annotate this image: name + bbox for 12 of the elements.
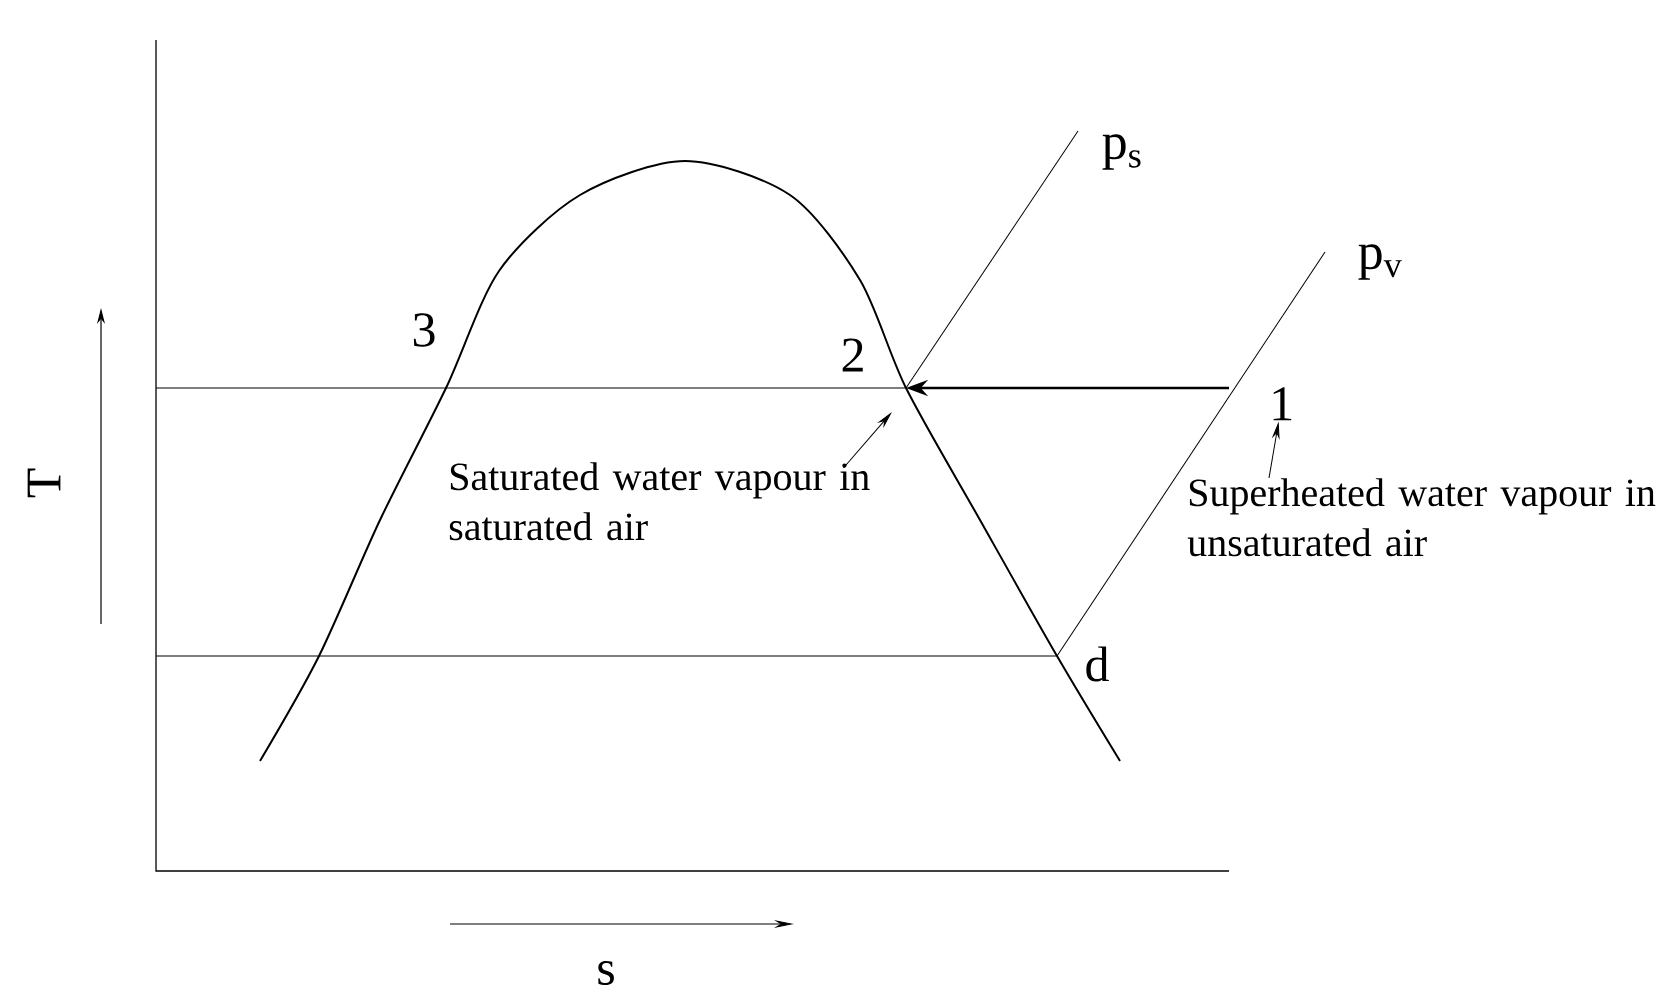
point-label: 1: [1273, 387, 1292, 421]
point-label: T: [27, 468, 61, 498]
point-label: p$_{v}$: [1358, 244, 1402, 280]
point-label: d: [1086, 646, 1109, 682]
point-label: p$_{s}$: [1102, 134, 1141, 170]
point-label: s: [598, 961, 614, 985]
annotation-text: Saturated water vapour in saturated air: [449, 462, 870, 541]
point-label: 2: [842, 338, 863, 372]
leader-line: [842, 413, 891, 469]
leader-line: [1268, 423, 1280, 479]
annotation-text: Superheated water vapour in unsaturated air: [1187, 478, 1656, 557]
point-label: 3: [413, 313, 435, 347]
